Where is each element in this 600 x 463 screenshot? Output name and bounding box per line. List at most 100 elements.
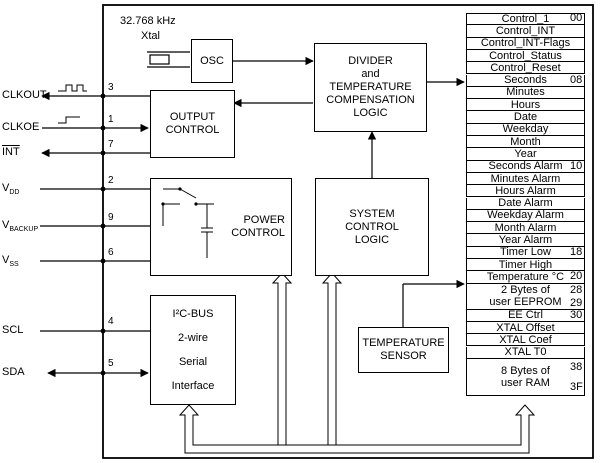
register-label: Timer Low [500, 246, 551, 259]
pin-2-number: 2 [108, 175, 114, 186]
osc-label: OSC [200, 54, 224, 67]
register-label: XTAL Coef [499, 333, 552, 346]
pin-6-number: 6 [108, 247, 114, 258]
register-label: Seconds [504, 74, 547, 87]
i2c-line-2: 2-wire [178, 332, 208, 344]
divider-line-1: DIVIDER [348, 55, 393, 67]
register-label: Control_INT [495, 24, 556, 37]
i2c-line-4: Interface [171, 380, 215, 392]
divider-line-5: LOGIC [353, 107, 388, 119]
pin-sda-name: SDA [2, 366, 25, 378]
register-label: 2 Bytes of [501, 284, 550, 297]
register-label: Year Alarm [498, 234, 553, 247]
register-label: EE Ctrl [508, 309, 543, 322]
pin-5-number: 5 [108, 358, 114, 369]
register-label: XTAL Offset [496, 321, 555, 334]
register-address: 08 [570, 73, 583, 86]
output-line-2: CONTROL [165, 124, 220, 136]
crystal-frequency: 32.768 kHz [120, 15, 176, 27]
register-row: Year [466, 147, 585, 161]
register-label: Temperature °C [486, 270, 565, 283]
osc-block: OSC [191, 39, 233, 83]
register-row: EE Ctrl [466, 309, 585, 322]
register-label: 8 Bytes of [501, 364, 550, 377]
i2c-line-3: Serial [178, 356, 208, 368]
system-control-block: SYSTEM CONTROL LOGIC [315, 178, 429, 276]
register-row: Hours [466, 98, 585, 112]
pin-vbackup-name: VBACKUP [2, 219, 39, 234]
crystal-label: Xtal [141, 30, 160, 42]
register-row: Control_Status [466, 50, 585, 63]
output-line-1: OUTPUT [169, 111, 216, 123]
register-label: Weekday [502, 123, 549, 136]
register-label: Month Alarm [494, 221, 557, 234]
register-label: Year [514, 147, 537, 160]
chip-outline [102, 4, 594, 459]
register-row: Minutes Alarm [466, 172, 585, 186]
register-row: Seconds [466, 74, 585, 87]
register-address: 20 [570, 270, 583, 283]
power-line-1: POWER [243, 214, 285, 226]
register-label: Control_Reset [490, 61, 561, 74]
register-label: Minutes [506, 86, 545, 99]
system-line-2: CONTROL [345, 220, 399, 233]
register-row: Weekday Alarm [466, 209, 585, 223]
pin-1-number: 1 [108, 114, 114, 125]
register-row: XTAL Offset [466, 321, 585, 335]
crystal-symbol [147, 51, 190, 68]
register-row: Month Alarm [466, 221, 585, 235]
register-row: XTAL T0 [466, 346, 585, 359]
register-address: 3F [570, 380, 583, 393]
register-label: Seconds Alarm [488, 160, 563, 173]
register-label: Timer High [498, 258, 553, 271]
pin-3-number: 3 [108, 82, 114, 93]
register-row: Weekday [466, 123, 585, 136]
pin-vdd-name: VDD [2, 182, 20, 197]
pin-int-name: INT [2, 146, 20, 158]
register-label: Hours [510, 98, 541, 111]
register-row: Hours Alarm [466, 184, 585, 198]
power-control-block: POWER CONTROL [150, 178, 292, 276]
register-row: Date Alarm [466, 197, 585, 210]
system-line-1: SYSTEM [349, 207, 395, 220]
register-row: Control_1 [466, 13, 585, 26]
pin-7-number: 7 [108, 139, 114, 150]
tempsensor-line-2: SENSOR [380, 350, 427, 362]
divider-line-3: TEMPERATURE [329, 81, 412, 93]
pin-scl-name: SCL [2, 324, 24, 336]
register-address: 28 [570, 283, 583, 296]
divider-block: DIVIDER and TEMPERATURE COMPENSATION LOG… [314, 43, 427, 132]
register-address: 30 [570, 308, 583, 321]
register-address: 00 [570, 12, 583, 24]
i2c-interface-block: I²C-BUS 2-wire Serial Interface [150, 295, 236, 405]
register-label: Control_INT-Flags [480, 37, 571, 50]
register-label: user RAM [501, 376, 550, 389]
register-label: Month [510, 135, 541, 148]
pin-4-number: 4 [108, 316, 114, 327]
register-row: Timer Low [466, 246, 585, 259]
register-row: Control_INT-Flags [466, 37, 585, 50]
power-line-2: CONTROL [231, 227, 285, 239]
register-row: Date [466, 111, 585, 124]
register-label: Minutes Alarm [490, 172, 561, 185]
temperature-sensor-block: TEMPERATURE SENSOR [358, 327, 449, 373]
pin-clkout-name: CLKOUT [2, 89, 47, 101]
divider-line-4: COMPENSATION [326, 94, 415, 106]
register-row: Timer High [466, 258, 585, 272]
divider-line-2: and [361, 68, 380, 80]
pin-9-number: 9 [108, 212, 114, 223]
system-line-3: LOGIC [354, 233, 390, 246]
register-label: Hours Alarm [495, 184, 556, 197]
register-label: XTAL T0 [504, 346, 547, 359]
register-row: Year Alarm [466, 234, 585, 247]
register-label: Date Alarm [498, 197, 553, 210]
clkoe-waveform [58, 116, 80, 124]
i2c-line-1: I²C-BUS [172, 308, 214, 320]
pin-clkoe-name: CLKOE [2, 121, 40, 133]
register-row: Temperature °C [466, 270, 585, 284]
register-row: Seconds Alarm [466, 160, 585, 173]
output-control-block: OUTPUT CONTROL [150, 90, 235, 158]
